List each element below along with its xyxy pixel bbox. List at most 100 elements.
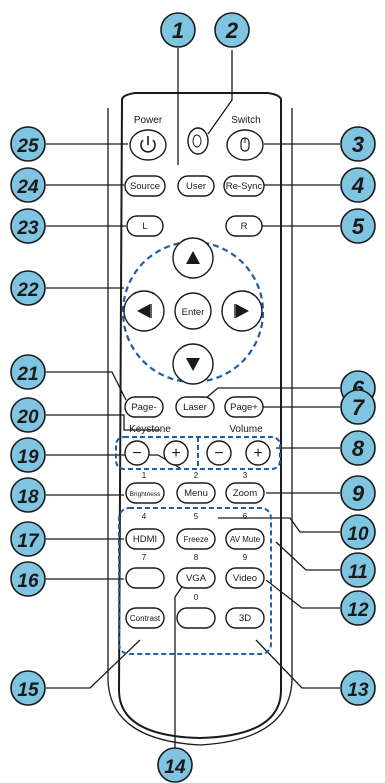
- resync-button[interactable]: Re-Sync: [224, 176, 264, 196]
- callout-19: 19: [11, 438, 45, 472]
- switch-label: Switch: [231, 115, 260, 126]
- digit-8-label: 8: [194, 553, 199, 562]
- r-button[interactable]: R: [226, 216, 262, 236]
- svg-text:17: 17: [17, 531, 40, 552]
- callout-10: 10: [341, 515, 375, 549]
- av-mute-button[interactable]: AV Mute: [226, 529, 264, 549]
- nav-up-button[interactable]: [173, 238, 213, 278]
- digit-9-label: 9: [243, 553, 248, 562]
- svg-text:5: 5: [352, 214, 365, 239]
- video-button[interactable]: Video: [226, 568, 264, 588]
- svg-text:R: R: [241, 221, 248, 232]
- volume-plus-button[interactable]: +: [246, 441, 270, 465]
- nav-left-button[interactable]: [124, 291, 164, 331]
- digit-1-label: 1: [142, 471, 147, 480]
- 3d-button[interactable]: 3D: [226, 608, 264, 628]
- svg-text:Laser: Laser: [183, 402, 207, 413]
- keystone-label: Keystone: [129, 424, 171, 435]
- callout-1: 1: [161, 13, 195, 47]
- callout-23: 23: [11, 209, 45, 243]
- user-button[interactable]: User: [178, 176, 214, 196]
- callout-11: 11: [341, 553, 375, 587]
- svg-text:Menu: Menu: [184, 488, 208, 499]
- digit-3-label: 3: [243, 471, 248, 480]
- callout-14: 14: [158, 748, 192, 782]
- callout-2: 2: [215, 13, 249, 47]
- svg-text:22: 22: [16, 280, 39, 301]
- svg-text:21: 21: [16, 364, 38, 385]
- digit-0-label: 0: [194, 593, 199, 602]
- callout-17: 17: [11, 522, 45, 556]
- laser-emitter: [188, 128, 208, 154]
- zero-button[interactable]: [177, 608, 215, 628]
- keystone-minus-button[interactable]: −: [125, 441, 149, 465]
- svg-text:16: 16: [17, 571, 39, 592]
- nav-down-button[interactable]: [173, 344, 213, 384]
- svg-text:7: 7: [352, 395, 366, 420]
- svg-text:3D: 3D: [239, 613, 251, 624]
- vga-button[interactable]: VGA: [177, 568, 215, 588]
- svg-text:Source: Source: [130, 181, 160, 192]
- svg-text:18: 18: [17, 487, 39, 508]
- callout-18: 18: [11, 478, 45, 512]
- callout-3: 3: [341, 127, 375, 161]
- svg-text:23: 23: [16, 218, 39, 239]
- volume-label: Volume: [229, 424, 263, 435]
- power-button[interactable]: [130, 130, 166, 160]
- svg-text:−: −: [132, 445, 141, 462]
- digit-7-label: 7: [142, 553, 147, 562]
- svg-text:14: 14: [164, 757, 186, 778]
- page-minus-button[interactable]: Page-: [125, 397, 163, 417]
- svg-text:HDMI: HDMI: [133, 534, 157, 545]
- svg-text:9: 9: [352, 481, 365, 506]
- callout-21: 21: [11, 355, 45, 389]
- svg-text:+: +: [253, 445, 262, 462]
- svg-text:19: 19: [17, 447, 39, 468]
- leader-11: [276, 542, 340, 570]
- brightness-button[interactable]: Brightness: [126, 483, 164, 503]
- page-plus-button[interactable]: Page+: [225, 397, 263, 417]
- svg-text:24: 24: [16, 177, 39, 198]
- svg-text:User: User: [186, 181, 206, 192]
- menu-button[interactable]: Menu: [177, 483, 215, 503]
- svg-text:−: −: [214, 445, 223, 462]
- svg-text:+: +: [171, 445, 180, 462]
- svg-text:Video: Video: [233, 573, 257, 584]
- svg-text:11: 11: [348, 562, 368, 583]
- callout-7: 7: [341, 390, 375, 424]
- callout-5: 5: [341, 209, 375, 243]
- callout-22: 22: [11, 271, 45, 305]
- nav-right-button[interactable]: [222, 291, 262, 331]
- freeze-button[interactable]: Freeze: [177, 529, 215, 549]
- callout-12: 12: [341, 591, 375, 625]
- callout-13: 13: [341, 671, 375, 705]
- volume-minus-button[interactable]: −: [207, 441, 231, 465]
- svg-text:10: 10: [347, 524, 369, 545]
- svg-text:Page+: Page+: [230, 402, 258, 413]
- blank-button[interactable]: [126, 568, 164, 588]
- source-button[interactable]: Source: [125, 176, 165, 196]
- svg-text:L: L: [142, 221, 147, 232]
- digit-4-label: 4: [142, 512, 147, 521]
- svg-text:20: 20: [16, 407, 39, 428]
- hdmi-button[interactable]: HDMI: [126, 529, 164, 549]
- svg-text:13: 13: [347, 680, 369, 701]
- zoom-button[interactable]: Zoom: [226, 483, 264, 503]
- svg-text:Brightness: Brightness: [130, 491, 161, 498]
- svg-text:3: 3: [352, 132, 364, 157]
- l-button[interactable]: L: [127, 216, 163, 236]
- svg-text:Freeze: Freeze: [184, 535, 209, 544]
- digit-6-label: 6: [243, 512, 248, 521]
- power-label: Power: [134, 115, 163, 126]
- laser-button[interactable]: Laser: [176, 397, 214, 417]
- contrast-button[interactable]: Contrast: [126, 608, 164, 628]
- enter-button[interactable]: Enter: [175, 293, 211, 329]
- keystone-plus-button[interactable]: +: [164, 441, 188, 465]
- callout-16: 16: [11, 562, 45, 596]
- callout-15: 15: [11, 671, 45, 705]
- switch-button[interactable]: [227, 130, 263, 160]
- callout-25: 25: [11, 127, 45, 161]
- callout-24: 24: [11, 168, 45, 202]
- svg-text:Enter: Enter: [182, 307, 205, 318]
